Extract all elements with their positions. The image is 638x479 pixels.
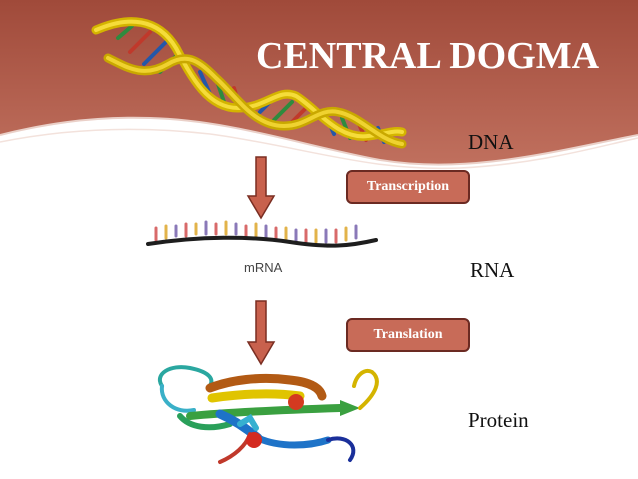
mrna-illustration: mRNA [146, 220, 378, 275]
transcription-label: Transcription [366, 179, 450, 194]
protein-label: Protein [468, 408, 529, 432]
dna-label: DNA [468, 130, 514, 154]
down-arrow-translation [246, 300, 276, 366]
dna-helix-illustration [91, 17, 407, 149]
rna-label: RNA [470, 258, 515, 282]
transcription-box: Transcription [346, 170, 470, 204]
down-arrow-transcription [246, 156, 276, 220]
slide-title: CENTRAL DOGMA [256, 35, 600, 77]
mrna-caption: mRNA [244, 260, 283, 275]
translation-label: Translation [373, 327, 443, 342]
protein-ribbon-illustration [158, 365, 379, 464]
title-banner [0, 0, 638, 200]
translation-box: Translation [346, 318, 470, 352]
